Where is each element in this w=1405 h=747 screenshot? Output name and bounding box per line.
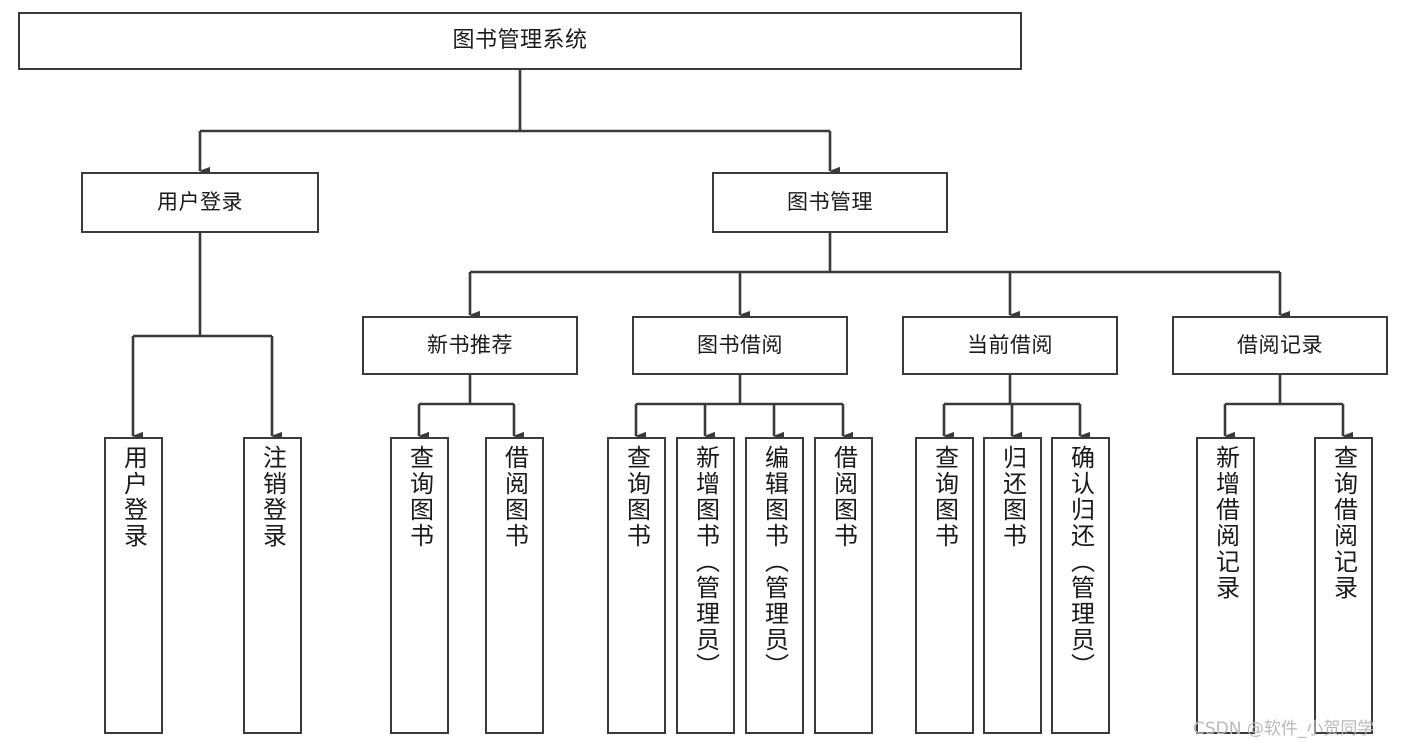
node-label: 新增借阅记录 — [1211, 445, 1240, 601]
csdn-watermark: CSDN @软件_小贺同学 — [1193, 719, 1375, 739]
node-label: 查询借阅记录 — [1329, 445, 1358, 601]
node-label: 查询图书 — [622, 445, 651, 549]
node-new-book-rec[interactable]: 新书推荐 — [362, 316, 578, 375]
node-leaf-query-book-1[interactable]: 查询图书 — [390, 437, 449, 734]
node-borrow-record[interactable]: 借阅记录 — [1172, 316, 1388, 375]
node-label: 借阅图书 — [500, 445, 529, 549]
node-user-login[interactable]: 用户登录 — [81, 172, 319, 233]
node-leaf-query-book-3[interactable]: 查询图书 — [915, 437, 974, 734]
node-label: 归还图书 — [998, 445, 1027, 549]
node-root[interactable]: 图书管理系统 — [18, 12, 1022, 70]
node-current-borrow[interactable]: 当前借阅 — [902, 316, 1118, 375]
node-book-manage[interactable]: 图书管理 — [712, 172, 948, 233]
node-label: 注销登录 — [258, 445, 287, 549]
node-label: 图书借阅 — [697, 333, 783, 358]
node-label: 用户登录 — [119, 445, 148, 549]
node-label: 当前借阅 — [967, 333, 1053, 358]
node-label: 借阅记录 — [1237, 333, 1323, 358]
node-label: 查询图书 — [930, 445, 959, 549]
node-label: 确认归还（管理员） — [1066, 445, 1095, 679]
node-label: 查询图书 — [405, 445, 434, 549]
node-leaf-logout[interactable]: 注销登录 — [243, 437, 302, 734]
node-label: 新书推荐 — [427, 333, 513, 358]
node-leaf-query-book-2[interactable]: 查询图书 — [607, 437, 666, 734]
node-leaf-add-book[interactable]: 新增图书（管理员） — [676, 437, 735, 734]
node-leaf-confirm-return[interactable]: 确认归还（管理员） — [1051, 437, 1110, 734]
node-label: 新增图书（管理员） — [691, 445, 720, 679]
node-label: 借阅图书 — [829, 445, 858, 549]
node-label: 用户登录 — [157, 190, 243, 215]
node-leaf-query-record[interactable]: 查询借阅记录 — [1314, 437, 1373, 734]
node-leaf-user-login[interactable]: 用户登录 — [104, 437, 163, 734]
node-leaf-return-book[interactable]: 归还图书 — [983, 437, 1042, 734]
node-leaf-add-record[interactable]: 新增借阅记录 — [1196, 437, 1255, 734]
node-label: 图书管理系统 — [452, 28, 588, 54]
node-leaf-borrow-book-1[interactable]: 借阅图书 — [485, 437, 544, 734]
node-leaf-borrow-book-2[interactable]: 借阅图书 — [814, 437, 873, 734]
node-label: 编辑图书（管理员） — [760, 445, 789, 679]
node-label: 图书管理 — [787, 190, 873, 215]
node-book-borrow[interactable]: 图书借阅 — [632, 316, 848, 375]
node-leaf-edit-book[interactable]: 编辑图书（管理员） — [745, 437, 804, 734]
